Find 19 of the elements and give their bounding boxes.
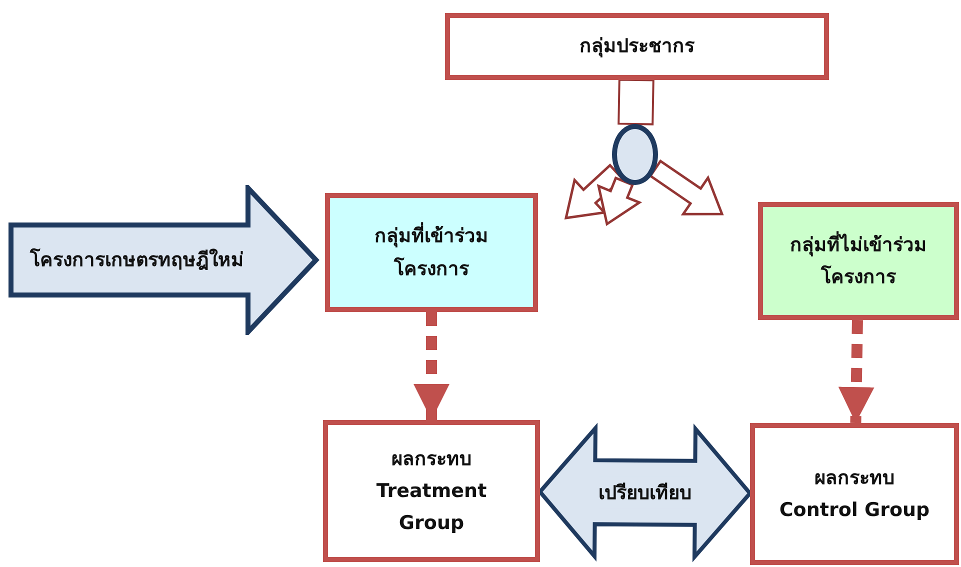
- box-label: ผลกระทบ: [392, 446, 472, 472]
- connector: [618, 78, 654, 126]
- process-box: [758, 202, 959, 320]
- box-label: ผลกระทบ: [814, 466, 894, 491]
- box-label: กลุ่มที่ไม่เข้าร่วม โครงการ: [774, 228, 944, 294]
- process-box: [750, 423, 959, 565]
- box-label: กลุ่มที่เข้าร่วม โครงการ: [352, 220, 512, 285]
- circle: [612, 124, 658, 185]
- box-label: Control Group: [779, 498, 930, 523]
- block-arrow: [648, 159, 724, 216]
- arrow: [838, 320, 874, 424]
- process-box: [325, 193, 538, 312]
- box-label: Treatment Group: [375, 478, 488, 536]
- box-label: กลุ่มประชากร: [580, 34, 694, 60]
- process-box: [445, 13, 829, 80]
- block-arrow: [596, 176, 642, 226]
- box-label: โครงการเกษตรทฤษฎีใหม่: [30, 247, 244, 273]
- process-box: [323, 420, 540, 562]
- arrow: [414, 312, 450, 420]
